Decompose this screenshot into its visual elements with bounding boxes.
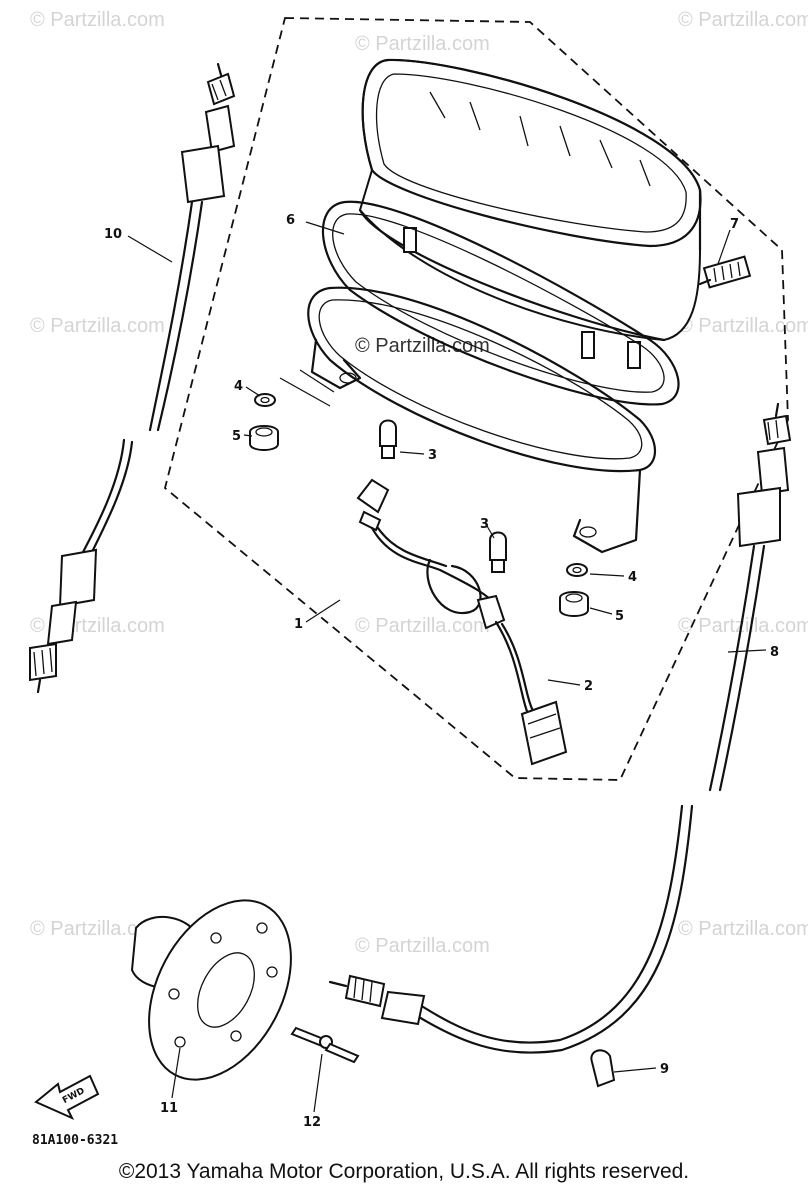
meter-cable-part-8: [328, 402, 792, 1054]
callout-11: 11: [160, 1101, 178, 1116]
callout-10: 10: [104, 227, 122, 242]
washer-nut-set-right: [559, 563, 589, 617]
callout-4: 4: [628, 570, 637, 585]
watermark: © Partzilla.com: [30, 315, 165, 337]
bulb-part-3-lower: [489, 531, 507, 573]
meter-housing: [358, 58, 702, 369]
callout-6: 6: [286, 213, 295, 228]
callout-12: 12: [303, 1115, 321, 1130]
copyright-notice: ©2013 Yamaha Motor Corporation, U.S.A. A…: [118, 1160, 690, 1183]
callout-labels: 1 2 3 3 4 4 5 5 6 7 8 9 10 11 12: [104, 213, 779, 1130]
callout-2: 2: [584, 679, 593, 694]
watermark: © Partzilla.com: [678, 9, 808, 31]
callout-4: 4: [234, 379, 243, 394]
watermark: © Partzilla.com: [678, 918, 808, 940]
trip-knob-part-7: [698, 255, 752, 289]
watermark: © Partzilla.com: [355, 935, 490, 957]
watermark: © Partzilla.com: [30, 918, 165, 940]
meter-gear-part-11: [130, 899, 292, 1081]
center-watermark: © Partzilla.com: [355, 335, 490, 357]
callout-8: 8: [770, 645, 779, 660]
pin-part-12: [290, 1026, 360, 1064]
callout-5: 5: [615, 609, 624, 624]
diagram-code: 81A100-6321: [32, 1133, 118, 1148]
callout-7: 7: [730, 217, 739, 232]
meter-cable-part-10: [29, 62, 236, 694]
washer-nut-set-left: [249, 393, 279, 451]
watermark: © Partzilla.com: [678, 315, 808, 337]
cable-clip-part-9: [590, 1049, 616, 1088]
wire-harness-part-2: [356, 478, 568, 766]
watermark: © Partzilla.com: [678, 615, 808, 637]
callout-1: 1: [294, 617, 303, 632]
bulb-part-3-upper: [379, 419, 397, 459]
gasket-ring-part-6: [322, 200, 680, 406]
callout-3: 3: [480, 517, 489, 532]
leader-lines: [127, 221, 767, 1113]
assembly-boundary: [163, 17, 789, 781]
watermark: © Partzilla.com: [355, 33, 490, 55]
meter-case-lower: [279, 286, 656, 554]
watermark: © Partzilla.com: [30, 9, 165, 31]
callout-9: 9: [660, 1062, 669, 1077]
callout-5: 5: [232, 429, 241, 444]
fwd-arrow-icon: FWD: [34, 1074, 100, 1121]
watermark-layer: © Partzilla.com © Partzilla.com © Partzi…: [30, 9, 808, 957]
callout-3: 3: [428, 448, 437, 463]
watermark: © Partzilla.com: [355, 615, 490, 637]
